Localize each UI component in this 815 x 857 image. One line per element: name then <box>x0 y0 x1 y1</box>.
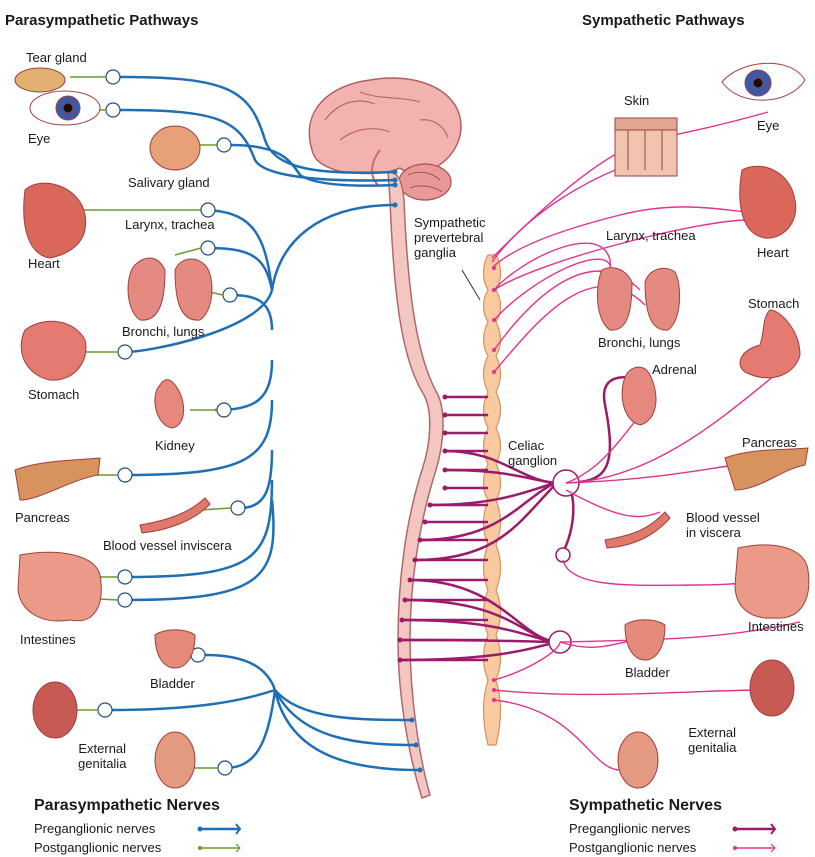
left-vessel-shape <box>140 498 210 533</box>
tear-gland-shape <box>15 68 65 92</box>
label-eye-left: Eye <box>28 131 50 146</box>
label-blood-vessel-right: Blood vessel in viscera <box>686 510 760 540</box>
spinal-cord <box>388 172 443 798</box>
left-heart-shape <box>24 183 86 258</box>
legend-symp-title: Sympathetic Nerves <box>569 797 722 815</box>
label-bronchi-right: Bronchi, lungs <box>598 335 680 350</box>
legend-symp-pre: Preganglionic nerves <box>569 821 690 836</box>
label-genitalia-left-line2: genitalia <box>78 756 126 771</box>
label-pancreas-left: Pancreas <box>15 510 70 525</box>
right-pancreas-shape <box>725 448 808 490</box>
left-bladder-shape <box>155 630 195 668</box>
label-celiac-line1: Celiac <box>508 438 557 453</box>
label-intestines-left: Intestines <box>20 632 76 647</box>
left-eye-shape <box>30 91 100 125</box>
label-skin: Skin <box>624 93 649 108</box>
label-prevertebral-ganglia: Sympathetic prevertebral ganglia <box>414 215 486 260</box>
left-stomach-shape <box>21 321 86 380</box>
right-bladder-shape <box>625 620 665 660</box>
left-pancreas-shape <box>15 458 100 500</box>
legend-para-post: Postganglionic nerves <box>34 840 161 855</box>
left-genitalia-2 <box>155 732 195 788</box>
label-stomach-left: Stomach <box>28 387 79 402</box>
right-vessel-shape <box>605 512 670 548</box>
label-prevertebral-line1: Sympathetic <box>414 215 486 230</box>
label-pancreas-right: Pancreas <box>742 435 797 450</box>
label-blood-vessel-right-line1: Blood vessel <box>686 510 760 525</box>
left-intestines-shape <box>18 552 101 621</box>
label-tear-gland: Tear gland <box>26 50 87 65</box>
sympathetic-heading: Sympathetic Pathways <box>582 12 745 29</box>
label-larynx-right: Larynx, trachea <box>606 228 696 243</box>
label-genitalia-left-line1: External <box>78 741 126 756</box>
label-heart-right: Heart <box>757 245 789 260</box>
right-intestines-shape <box>735 545 809 618</box>
label-prevertebral-line2: prevertebral <box>414 230 486 245</box>
brain <box>309 78 461 200</box>
label-kidney: Kidney <box>155 438 195 453</box>
prevertebral-leader <box>462 270 480 300</box>
label-intestines-right: Intestines <box>748 619 804 634</box>
parasympathetic-heading: Parasympathetic Pathways <box>5 12 198 29</box>
right-genitalia-1 <box>750 660 794 716</box>
label-stomach-right: Stomach <box>748 296 799 311</box>
legend-para-title: Parasympathetic Nerves <box>34 797 220 815</box>
right-genitalia-2 <box>618 732 658 788</box>
right-heart-shape <box>740 166 796 238</box>
label-genitalia-right-line2: genitalia <box>688 740 736 755</box>
label-eye-right: Eye <box>757 118 779 133</box>
right-eye-shape <box>722 63 805 100</box>
label-salivary-gland: Salivary gland <box>128 175 210 190</box>
label-prevertebral-line3: ganglia <box>414 245 486 260</box>
label-bronchi-left: Bronchi, lungs <box>122 324 204 339</box>
label-bladder-left: Bladder <box>150 676 195 691</box>
left-lungs-shape <box>128 258 212 320</box>
label-larynx-left: Larynx, trachea <box>125 217 215 232</box>
left-kidney-shape <box>155 380 184 428</box>
label-blood-vessel-right-line2: in viscera <box>686 525 760 540</box>
label-genitalia-right: External genitalia <box>688 725 736 755</box>
label-celiac-ganglion: Celiac ganglion <box>508 438 557 468</box>
label-genitalia-left: External genitalia <box>78 741 126 771</box>
skin-shape <box>615 118 677 176</box>
label-adrenal: Adrenal <box>652 362 697 377</box>
label-heart-left: Heart <box>28 256 60 271</box>
right-stomach-shape <box>740 310 800 378</box>
label-blood-vessel-left: Blood vessel inviscera <box>103 538 232 553</box>
label-genitalia-right-line1: External <box>688 725 736 740</box>
salivary-shape <box>150 126 200 170</box>
label-celiac-line2: ganglion <box>508 453 557 468</box>
legend-para-pre: Preganglionic nerves <box>34 821 155 836</box>
legend-symp-post: Postganglionic nerves <box>569 840 696 855</box>
label-bladder-right: Bladder <box>625 665 670 680</box>
right-adrenal-shape <box>622 367 656 425</box>
left-genitalia-1 <box>33 682 77 738</box>
